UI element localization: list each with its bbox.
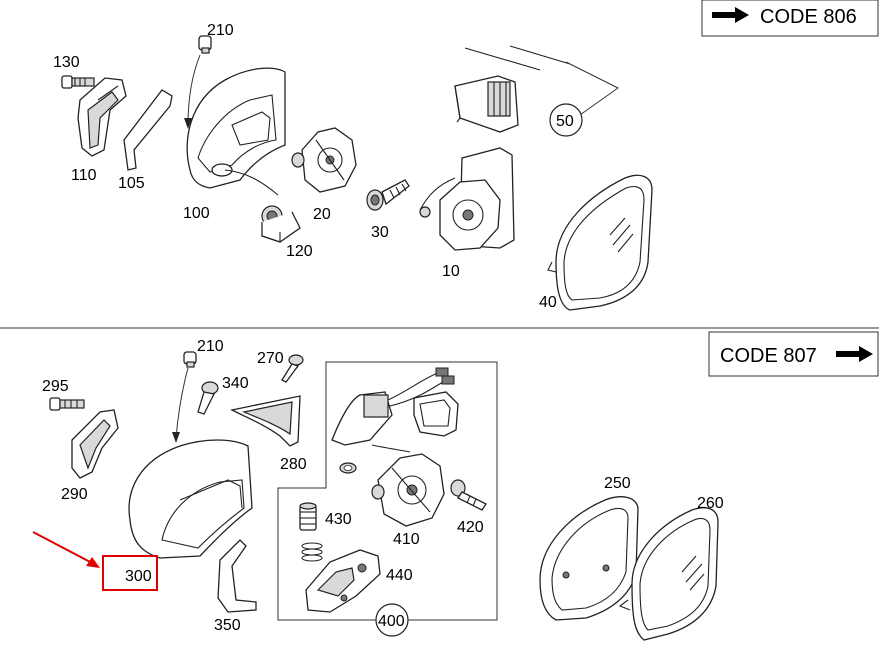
label-270: 270 [257,350,284,367]
part-105 [123,89,173,171]
part-295 [49,397,85,411]
part-20 [291,127,357,193]
label-295: 295 [42,378,69,395]
part-350 [217,539,257,613]
right-arrow-icon [712,7,749,23]
part-50 [454,45,619,137]
label-260: 260 [697,495,724,512]
highlight-300 [32,531,158,591]
label-350: 350 [214,617,241,634]
subassembly-400-frame [277,361,498,637]
part-100 [186,67,286,196]
wiring-harness [331,367,459,474]
label-290: 290 [61,486,88,503]
part-130 [61,75,95,89]
label-130: 130 [53,54,80,71]
label-110: 110 [71,167,97,184]
part-210-top [184,35,212,129]
label-210-top: 210 [207,22,234,39]
part-110 [77,77,127,157]
label-120: 120 [286,243,313,260]
label-20: 20 [313,206,331,223]
code-807-label: CODE 807 [720,345,817,367]
part-340 [197,381,219,415]
part-430 [299,502,317,531]
label-300: 300 [125,568,152,585]
part-40 [547,174,653,311]
part-410 [371,453,445,527]
label-30: 30 [371,224,389,241]
label-400: 400 [378,613,405,630]
label-10: 10 [442,263,460,280]
part-290 [71,409,119,479]
part-420 [450,479,487,511]
label-430: 430 [325,511,352,528]
part-250 [539,496,639,621]
part-210-bottom [172,351,197,443]
spring [301,542,323,562]
part-120 [261,205,301,243]
bottom-section: CODE 807 [32,331,879,641]
top-section: CODE 806 [53,0,879,311]
label-105: 105 [118,175,145,192]
label-50: 50 [556,113,574,130]
label-40: 40 [539,294,557,311]
right-arrow-icon [836,346,873,362]
label-280: 280 [280,456,307,473]
label-420: 420 [457,519,484,536]
part-300 [128,439,253,559]
label-440: 440 [386,567,413,584]
part-270 [281,354,304,383]
part-10 [419,147,515,251]
code-807-box: CODE 807 [708,331,879,377]
label-210-bottom: 210 [197,338,224,355]
part-30 [366,179,410,211]
code-806-label: CODE 806 [760,6,857,28]
label-340: 340 [222,375,249,392]
label-100: 100 [183,205,210,222]
part-260 [618,507,719,641]
label-410: 410 [393,531,420,548]
part-280 [230,395,301,447]
part-440 [305,549,381,613]
label-250: 250 [604,475,631,492]
code-806-box: CODE 806 [701,0,879,37]
